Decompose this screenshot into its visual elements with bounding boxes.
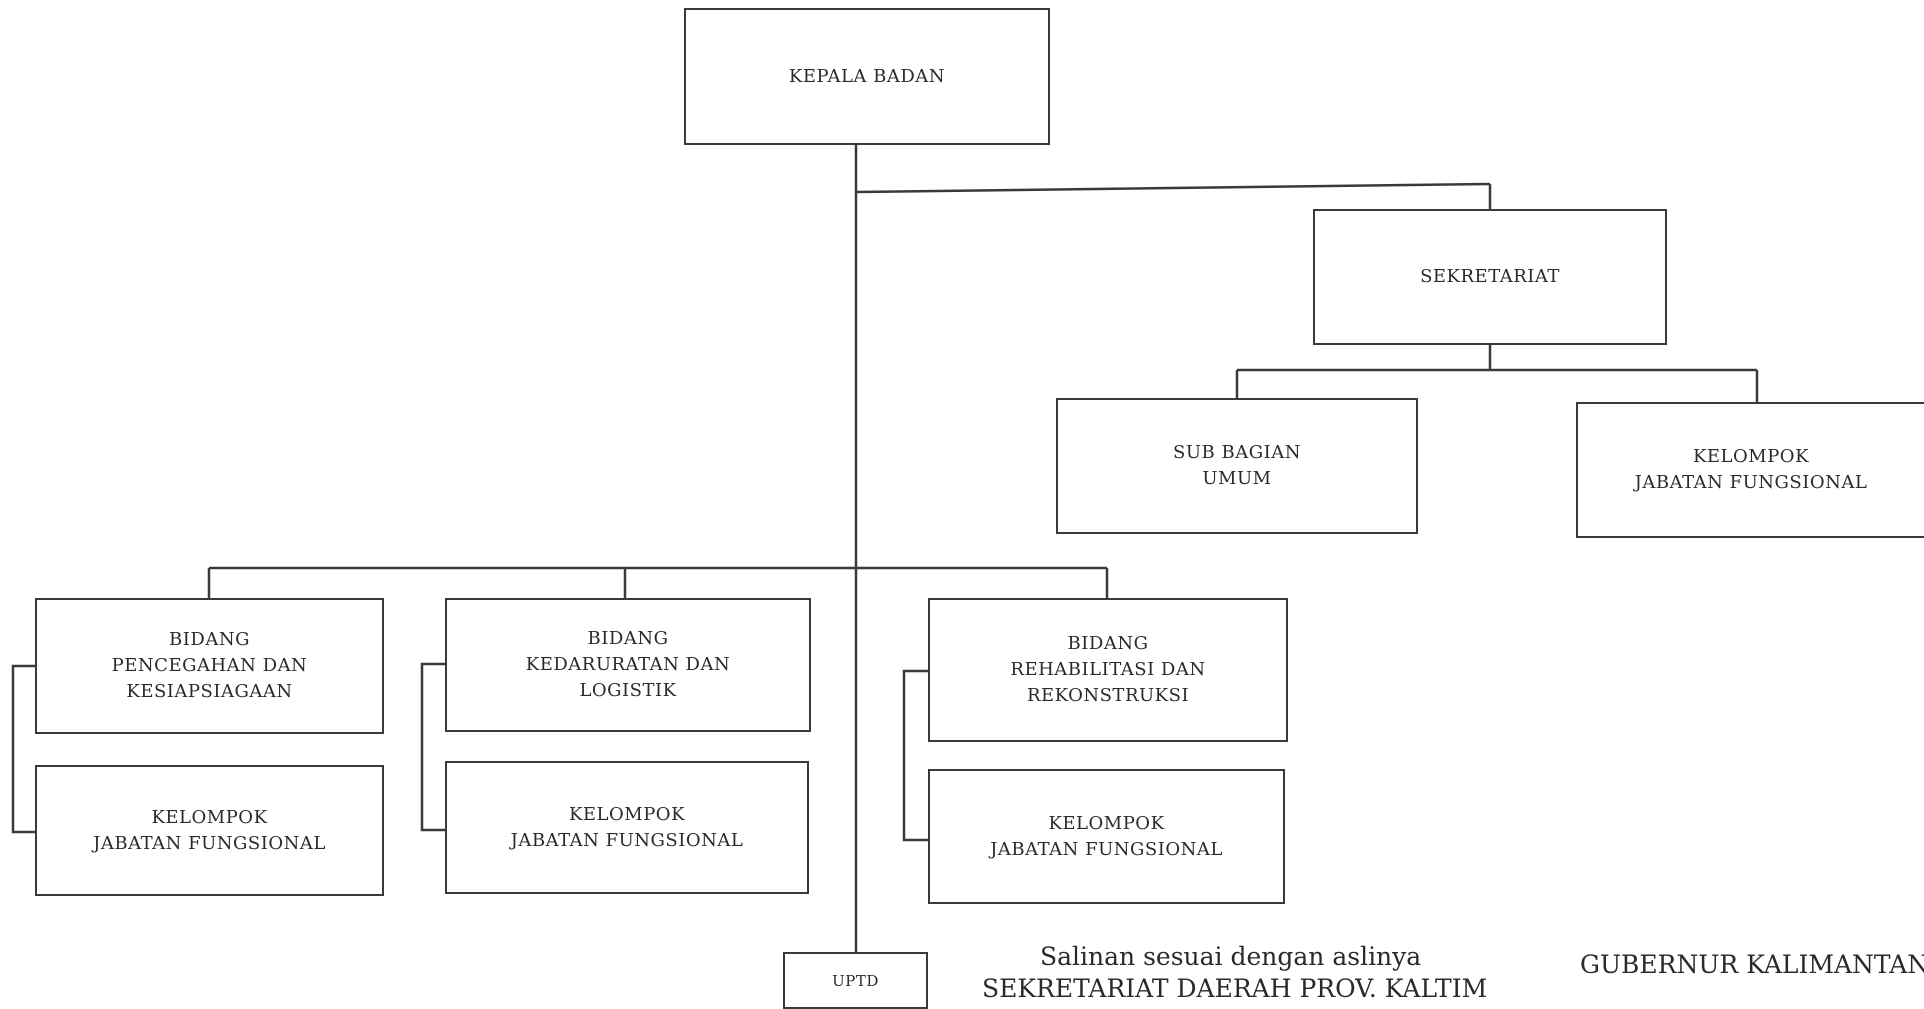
division-2-group-line-2: JABATAN FUNGSIONAL <box>510 829 744 851</box>
division-3-line-1: BIDANG <box>1067 633 1149 654</box>
governor-text: GUBERNUR KALIMANTAN <box>1580 950 1924 979</box>
kepala-badan-label: KEPALA BADAN <box>788 65 946 87</box>
division-2-group-box: KELOMPOK JABATAN FUNGSIONAL <box>445 761 809 894</box>
kelompok-secretariat-line-2: JABATAN FUNGSIONAL <box>1634 472 1868 493</box>
division-1-line-1: BIDANG <box>169 629 250 650</box>
division-3-group-line-2: JABATAN FUNGSIONAL <box>990 838 1223 860</box>
branch-line-secretariat <box>855 182 1491 194</box>
division-3-group-box: KELOMPOK JABATAN FUNGSIONAL <box>928 769 1285 904</box>
uptd-label: UPTD <box>832 971 879 990</box>
division-1-box: BIDANG PENCEGAHAN DAN KESIAPSIAGAAN <box>35 598 384 734</box>
division-2-line-1: BIDANG <box>587 628 669 649</box>
division-3-line-2: REHABILITASI DAN <box>1010 659 1206 680</box>
division-1-line-2: PENCEGAHAN DAN <box>111 655 308 676</box>
bracket-line-division-1 <box>11 664 37 834</box>
bracket-line-division-3 <box>902 669 930 842</box>
kelompok-secretariat-line-1: KELOMPOK <box>1692 446 1810 467</box>
division-1-group-box: KELOMPOK JABATAN FUNGSIONAL <box>35 765 384 896</box>
bracket-line-division-2 <box>420 662 447 832</box>
division-1-group-line-1: KELOMPOK <box>151 806 268 828</box>
division-2-box: BIDANG KEDARURATAN DAN LOGISTIK <box>445 598 811 732</box>
sekretariat-label: SEKRETARIAT <box>1420 266 1560 287</box>
division-2-line-3: LOGISTIK <box>579 680 677 701</box>
division-1-group-line-2: JABATAN FUNGSIONAL <box>93 832 326 854</box>
sub-bagian-umum-box: SUB BAGIAN UMUM <box>1056 398 1418 534</box>
division-3-line-3: REKONSTRUKSI <box>1026 685 1190 706</box>
uptd-box: UPTD <box>783 952 928 1009</box>
division-3-group-line-1: KELOMPOK <box>1048 812 1165 834</box>
sub-bagian-line-1: SUB BAGIAN <box>1173 442 1301 463</box>
division-1-line-3: KESIAPSIAGAAN <box>126 681 293 702</box>
sekretariat-box: SEKRETARIAT <box>1313 209 1667 345</box>
division-2-group-line-1: KELOMPOK <box>568 803 686 825</box>
sub-bagian-line-2: UMUM <box>1202 468 1272 489</box>
kepala-badan-box: KEPALA BADAN <box>684 8 1050 145</box>
kelompok-secretariat-box: KELOMPOK JABATAN FUNGSIONAL <box>1576 402 1924 538</box>
division-2-line-2: KEDARURATAN DAN <box>525 654 731 675</box>
division-3-box: BIDANG REHABILITASI DAN REKONSTRUKSI <box>928 598 1288 742</box>
copy-note-text: Salinan sesuai dengan aslinya <box>1040 942 1422 971</box>
issuer-text: SEKRETARIAT DAERAH PROV. KALTIM <box>982 974 1488 1003</box>
